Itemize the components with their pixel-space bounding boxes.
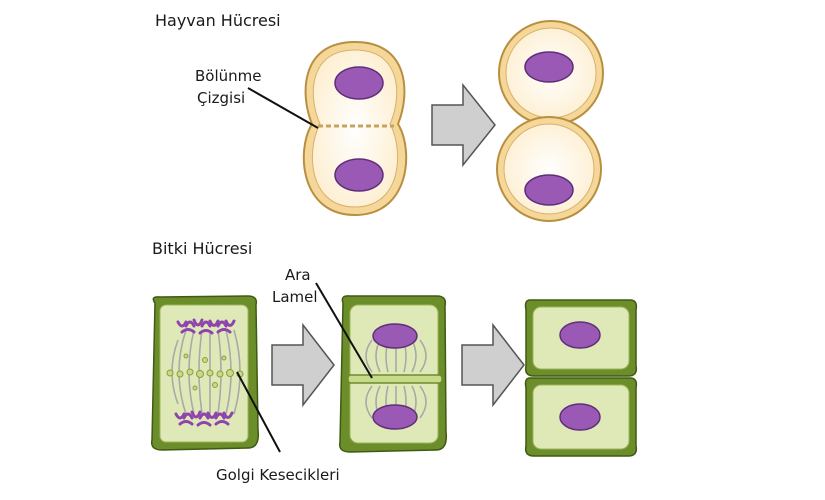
nucleus (559, 403, 601, 431)
cell-plate (347, 374, 443, 384)
animal-dividing-cell (302, 40, 408, 217)
nucleus-top (334, 66, 384, 100)
golgi-label: Golgi Kesecikleri (216, 466, 340, 484)
animal-daughter-bottom (496, 116, 602, 222)
arrow-animal (431, 82, 496, 168)
cell-plate-label-2: Lamel (272, 288, 318, 306)
plant-daughter-top (524, 299, 638, 377)
arrow-plant-1 (271, 322, 335, 408)
animal-cell-title: Hayvan Hücresi (155, 11, 281, 30)
animal-daughter-top (498, 20, 604, 126)
nucleus (524, 174, 574, 206)
nucleus-top (372, 323, 418, 349)
plant-daughter-bottom (524, 377, 638, 457)
nucleus (524, 51, 574, 83)
cell-plate-label-1: Ara (285, 266, 311, 284)
division-line-pointer (247, 87, 319, 129)
arrow-plant-2 (461, 322, 525, 408)
chromosomes-top (176, 318, 236, 335)
division-line-label-2: Çizgisi (197, 89, 246, 107)
cell-plate-pointer (315, 282, 373, 379)
plant-cell-dividing (150, 295, 260, 451)
nucleus (559, 321, 601, 349)
chromosomes-bottom (174, 410, 234, 427)
nucleus-bottom (372, 404, 418, 430)
division-line-label-1: Bölünme (195, 67, 262, 85)
plant-cell-title: Bitki Hücresi (152, 239, 253, 258)
nucleus-bottom (334, 158, 384, 192)
plant-cell-cell-plate (338, 295, 448, 453)
golgi-pointer (236, 371, 281, 453)
